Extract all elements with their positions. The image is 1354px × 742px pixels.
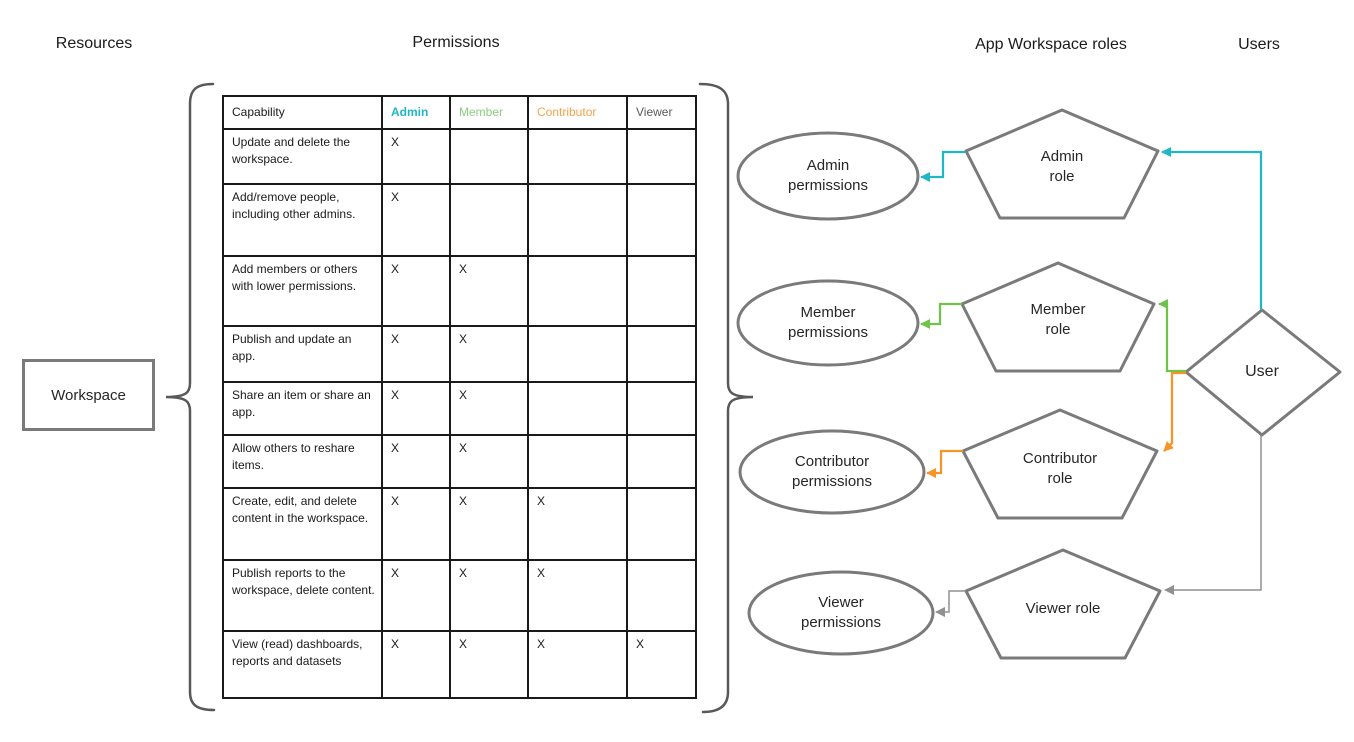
contributor-cell: X: [527, 559, 628, 632]
admin-cell: X: [381, 630, 451, 699]
workspace-label: Workspace: [51, 386, 126, 404]
permissions-table: Capability Admin Member Contributor View…: [222, 95, 697, 699]
header-admin: Admin: [381, 95, 451, 130]
viewer-role-pentagon: [964, 548, 1162, 660]
table-row: Update and delete the workspace. X: [222, 128, 697, 185]
header-capability: Capability: [222, 95, 383, 130]
admin-cell: X: [381, 255, 451, 327]
contributor-cell: X: [527, 630, 628, 699]
member-cell: [449, 128, 529, 185]
contributor-role-label: Contributor role: [1022, 449, 1098, 487]
capability-cell: Create, edit, and delete content in the …: [222, 487, 383, 561]
member-cell: X: [449, 559, 529, 632]
app-workspace-roles-section-label: App Workspace roles: [975, 36, 1127, 54]
capability-cell: View (read) dashboards, reports and data…: [222, 630, 383, 699]
member-cell: X: [449, 487, 529, 561]
contributor-role-to-permissions-connector: [926, 449, 963, 478]
capability-cell: Update and delete the workspace.: [222, 128, 383, 185]
contributor-permissions-ellipse: [738, 429, 926, 515]
viewer-cell: [626, 128, 697, 185]
user-diamond: [1184, 308, 1342, 437]
member-role-to-permissions-connector: [920, 302, 962, 329]
admin-cell: X: [381, 434, 451, 489]
contributor-cell: [527, 128, 628, 185]
admin-role-pentagon: [964, 108, 1160, 220]
table-row: Allow others to reshare items. X X: [222, 434, 697, 489]
viewer-cell: [626, 487, 697, 561]
table-row: Create, edit, and delete content in the …: [222, 487, 697, 561]
table-row: Share an item or share an app. X X: [222, 381, 697, 436]
capability-cell: Add members or others with lower permiss…: [222, 255, 383, 327]
viewer-cell: [626, 434, 697, 489]
contributor-cell: [527, 381, 628, 436]
admin-role-label: Admin role: [1040, 147, 1084, 185]
capability-cell: Publish and update an app.: [222, 325, 383, 383]
admin-cell: X: [381, 559, 451, 632]
user-to-member-role-connector: [1158, 299, 1186, 373]
viewer-cell: [626, 255, 697, 327]
workspace-box: Workspace: [22, 359, 155, 431]
viewer-permissions-label: Viewer permissions: [800, 593, 882, 631]
admin-permissions-label: Admin permissions: [787, 156, 869, 194]
left-brace: [165, 82, 216, 712]
admin-cell: X: [381, 183, 451, 257]
member-cell: X: [449, 325, 529, 383]
viewer-cell: [626, 183, 697, 257]
table-header-row: Capability Admin Member Contributor View…: [222, 95, 697, 130]
table-row: Publish reports to the workspace, delete…: [222, 559, 697, 632]
permissions-section-label: Permissions: [412, 34, 500, 52]
users-section-label: Users: [1238, 36, 1280, 54]
admin-role-to-permissions-connector: [920, 150, 966, 182]
viewer-cell: [626, 381, 697, 436]
capability-cell: Add/remove people, including other admin…: [222, 183, 383, 257]
resources-section-label: Resources: [55, 35, 133, 53]
contributor-role-pentagon: [961, 408, 1159, 520]
admin-permissions-ellipse: [736, 131, 920, 221]
admin-cell: X: [381, 487, 451, 561]
header-member: Member: [449, 95, 529, 130]
capability-cell: Publish reports to the workspace, delete…: [222, 559, 383, 632]
table-row: Publish and update an app. X X: [222, 325, 697, 383]
table-row: View (read) dashboards, reports and data…: [222, 630, 697, 699]
member-permissions-ellipse: [736, 279, 920, 367]
contributor-cell: [527, 325, 628, 383]
viewer-role-to-permissions-connector: [935, 590, 966, 617]
user-to-viewer-role-connector: [1164, 435, 1262, 595]
viewer-cell: [626, 325, 697, 383]
member-cell: X: [449, 434, 529, 489]
right-brace: [698, 82, 754, 714]
member-permissions-label: Member permissions: [787, 303, 869, 341]
capability-cell: Allow others to reshare items.: [222, 434, 383, 489]
contributor-permissions-label: Contributor permissions: [791, 452, 873, 490]
header-contributor: Contributor: [527, 95, 628, 130]
table-row: Add members or others with lower permiss…: [222, 255, 697, 327]
table-row: Add/remove people, including other admin…: [222, 183, 697, 257]
viewer-cell: X: [626, 630, 697, 699]
viewer-permissions-ellipse: [747, 570, 935, 656]
member-cell: X: [449, 630, 529, 699]
header-viewer: Viewer: [626, 95, 697, 130]
member-cell: X: [449, 255, 529, 327]
contributor-cell: [527, 434, 628, 489]
admin-cell: X: [381, 381, 451, 436]
admin-cell: X: [381, 128, 451, 185]
user-to-admin-role-connector: [1161, 147, 1263, 310]
contributor-cell: [527, 255, 628, 327]
member-role-label: Member role: [1030, 300, 1086, 338]
capability-cell: Share an item or share an app.: [222, 381, 383, 436]
user-to-contributor-role-connector: [1163, 371, 1186, 452]
contributor-cell: X: [527, 487, 628, 561]
admin-cell: X: [381, 325, 451, 383]
viewer-cell: [626, 559, 697, 632]
member-role-pentagon: [960, 261, 1156, 373]
user-label: User: [1245, 363, 1279, 381]
member-cell: X: [449, 381, 529, 436]
member-cell: [449, 183, 529, 257]
viewer-role-label: Viewer role: [1025, 599, 1101, 617]
contributor-cell: [527, 183, 628, 257]
